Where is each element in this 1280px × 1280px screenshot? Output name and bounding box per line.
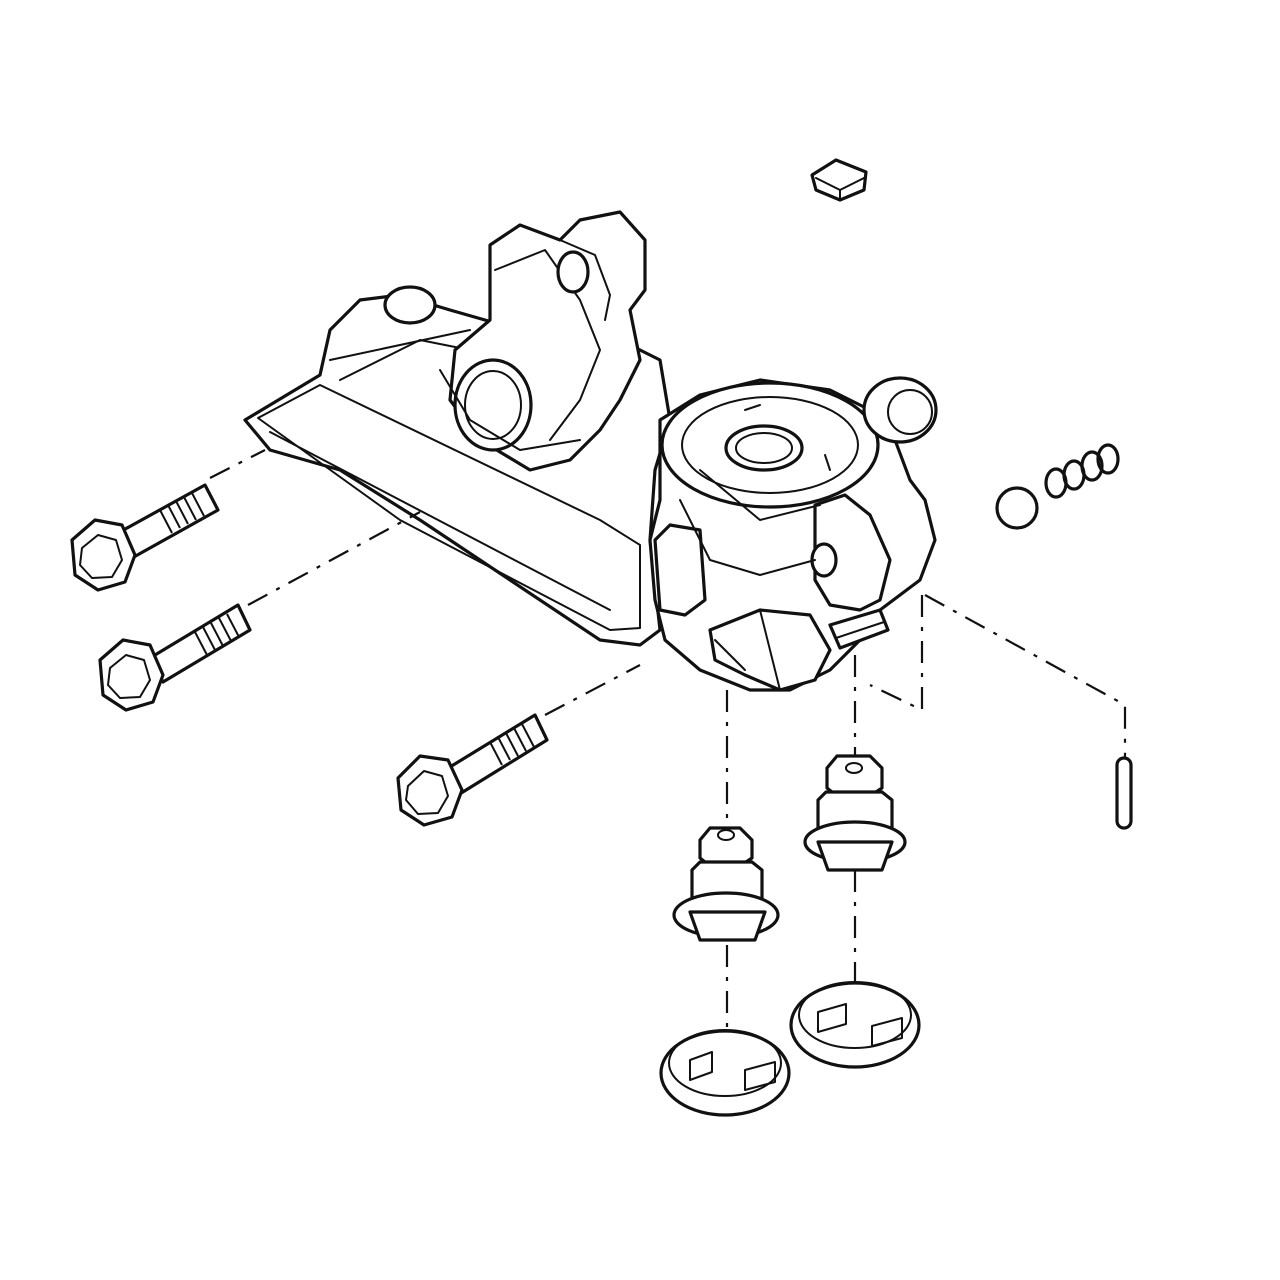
valve-plug-1 [672,826,780,942]
assembly-center-lines [209,449,1127,1030]
spring [1044,443,1120,499]
seal-ring-2 [789,981,921,1069]
bolt-1 [70,483,220,592]
bolt-3 [396,713,549,827]
key-clip [810,158,868,202]
bolt-2 [98,603,252,712]
seal-ring-1 [659,1029,791,1117]
valve-plug-2 [803,754,907,872]
housing-body [243,210,938,692]
check-ball [995,486,1039,530]
dowel-pin [1115,756,1133,830]
